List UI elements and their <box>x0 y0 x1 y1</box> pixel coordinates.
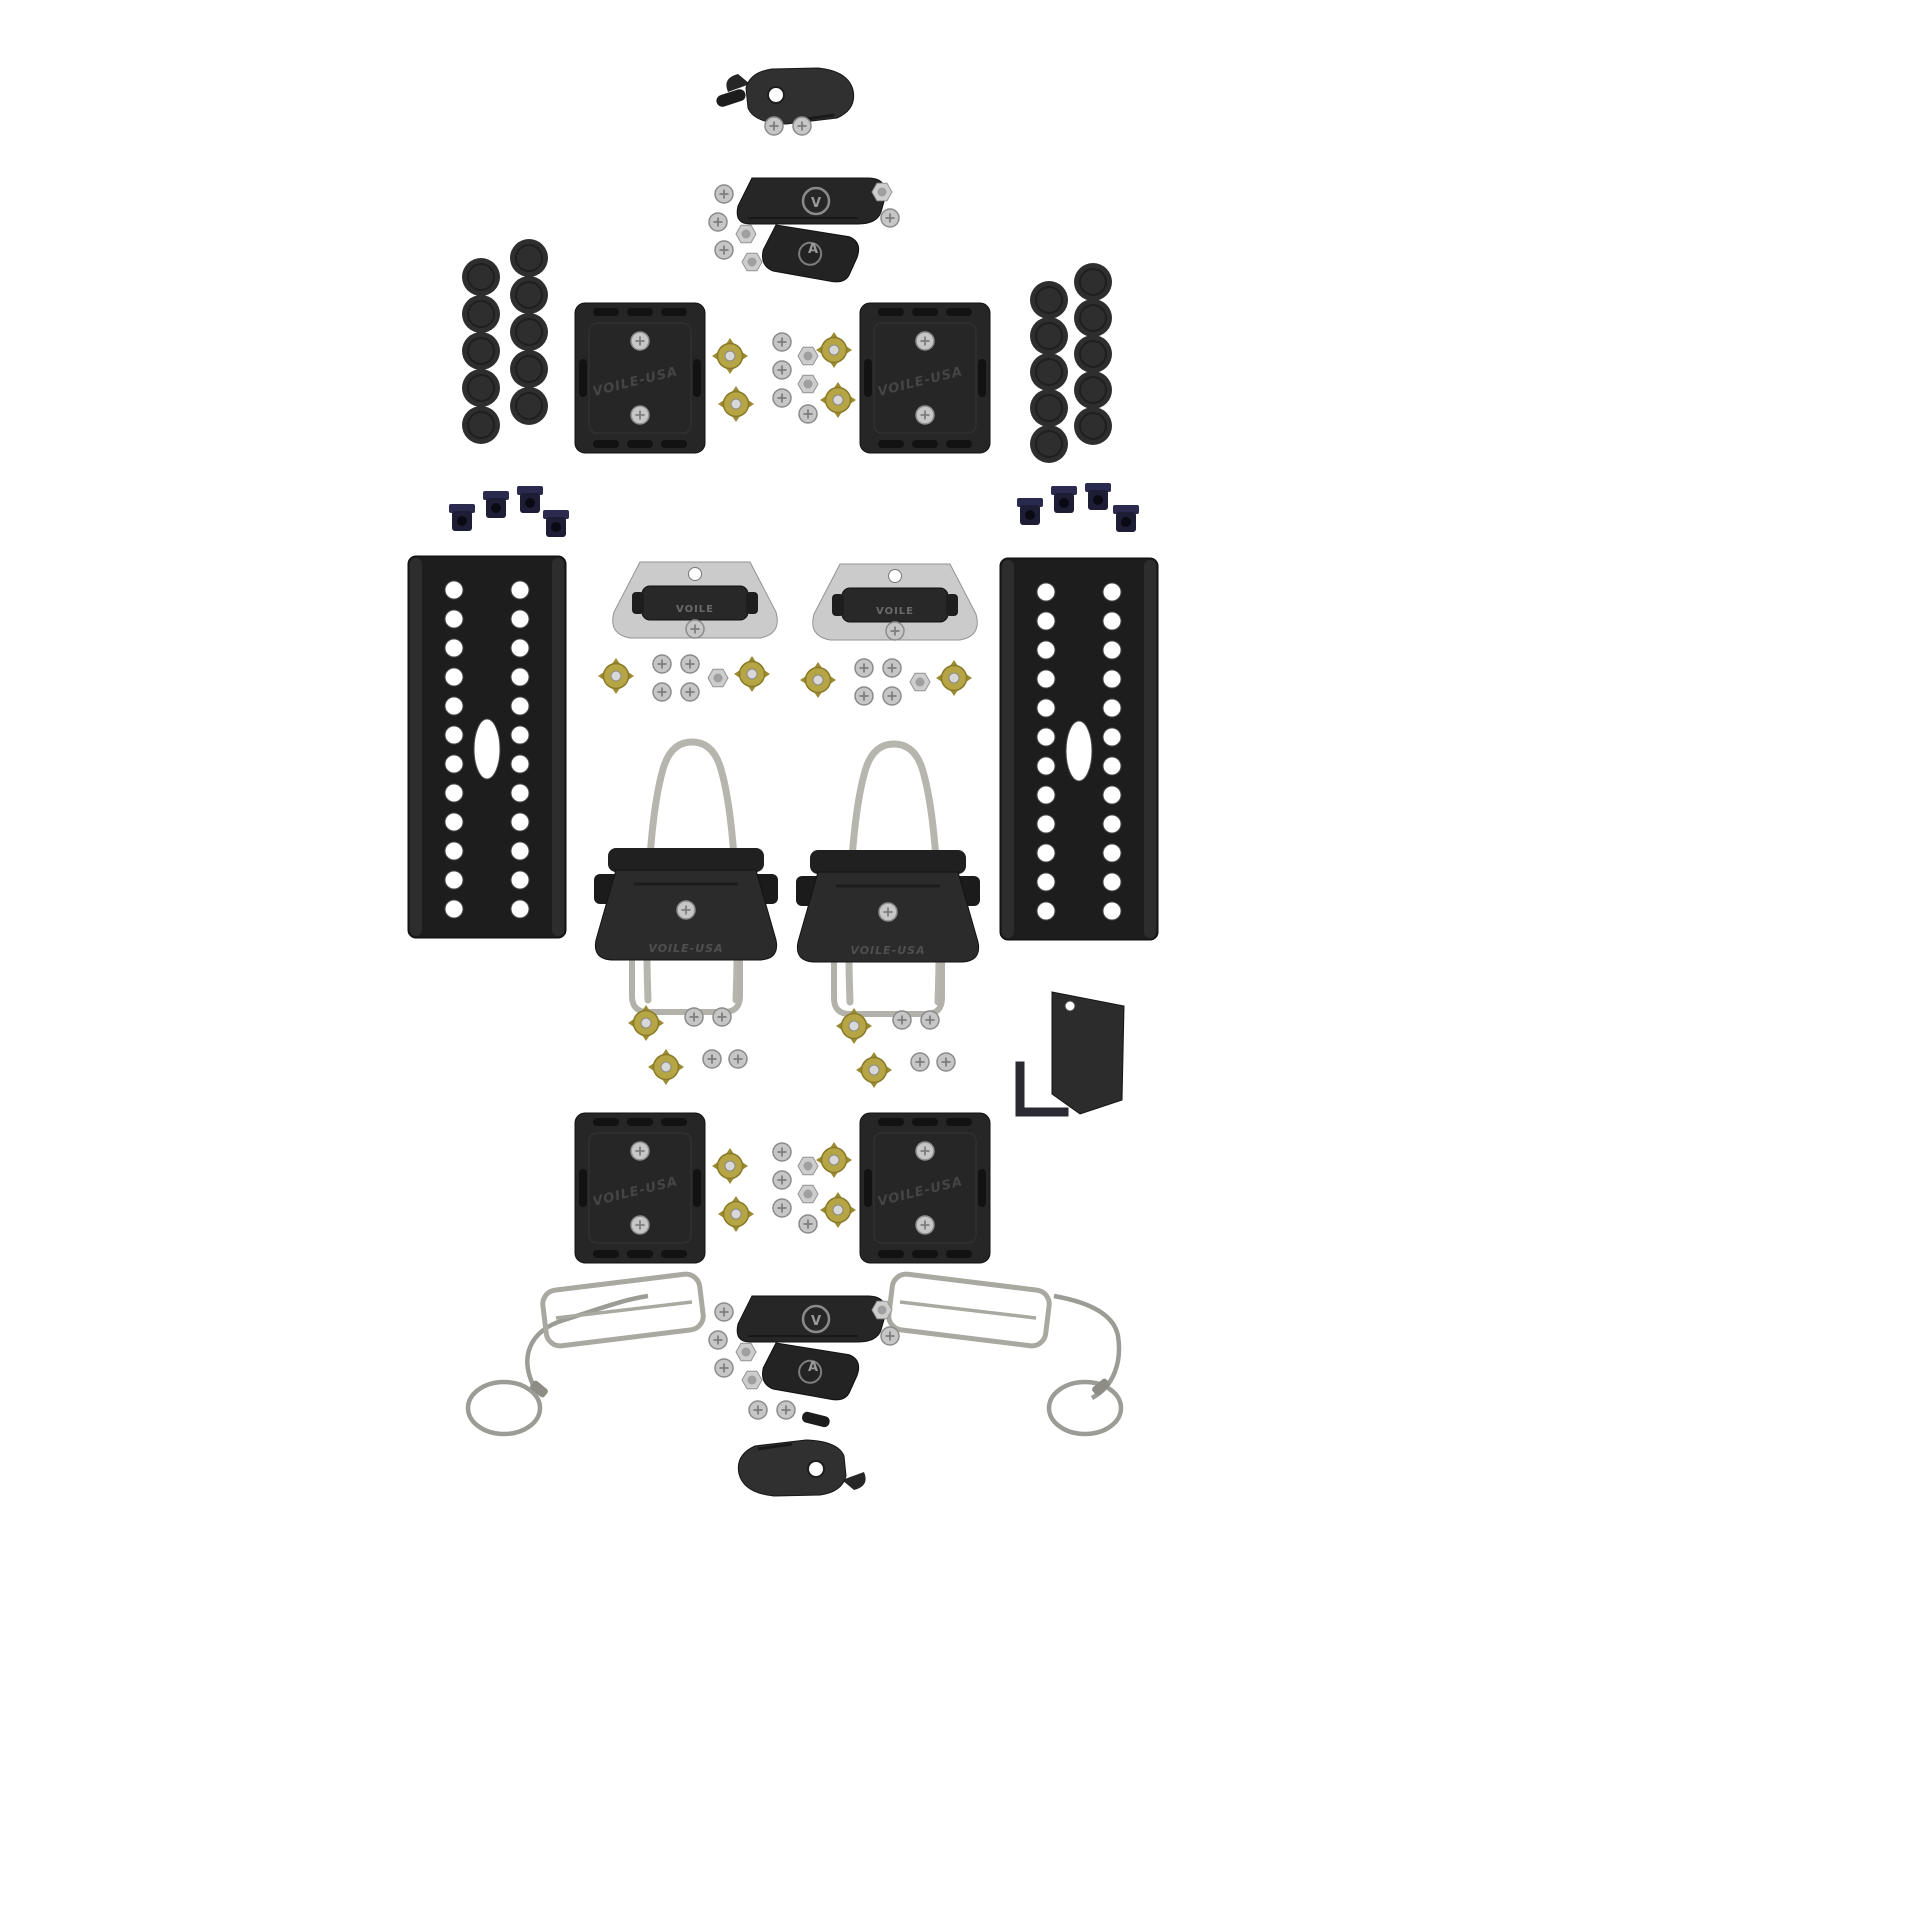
channel-plug <box>509 312 549 352</box>
hardware-cluster <box>628 1005 747 1085</box>
hex-wrench <box>1015 1061 1069 1117</box>
scraper-tool <box>1051 991 1125 1115</box>
dark-t-nut <box>543 510 569 537</box>
touring-heel-bracket <box>613 562 778 638</box>
slider-track <box>999 557 1159 941</box>
channel-plug <box>1073 334 1113 374</box>
dark-t-nut <box>1051 486 1077 513</box>
leash-crimp <box>1092 1378 1110 1396</box>
channel-plug <box>509 386 549 426</box>
machine-screw <box>880 208 900 228</box>
dark-t-nut <box>1017 498 1043 525</box>
dark-t-nut <box>517 486 543 513</box>
dark-tnut-group-right <box>1017 483 1139 532</box>
riser-brand-text: VOILE <box>876 606 914 617</box>
tip-clip-assembly-top <box>716 66 856 136</box>
machine-screw <box>792 116 812 136</box>
machine-screw <box>764 116 784 136</box>
machine-screw <box>708 1330 728 1350</box>
heel-riser-assembly-top <box>708 176 900 285</box>
heel-lockdown-unit <box>796 850 980 1014</box>
channel-plug <box>461 257 501 297</box>
machine-screw <box>776 1400 796 1420</box>
leash-clip-gate <box>555 1300 693 1320</box>
channel-plug <box>509 349 549 389</box>
dark-tnut-group-left <box>449 486 569 537</box>
scraper-hole <box>1064 1000 1076 1012</box>
tool-group <box>1015 991 1125 1117</box>
machine-screw <box>714 1302 734 1322</box>
channel-plug <box>1029 424 1069 464</box>
hardware-cluster <box>712 1142 856 1233</box>
heel-lockdown-unit <box>594 848 778 1012</box>
leash-clip-gate <box>899 1300 1037 1320</box>
channel-plug <box>1073 370 1113 410</box>
riser-brand-text: VOILE <box>676 604 714 615</box>
machine-screw <box>880 1326 900 1346</box>
board-leash-left <box>465 1271 706 1437</box>
machine-screw <box>748 1400 768 1420</box>
leash-loop <box>465 1379 543 1437</box>
channel-plug-group-right <box>1029 262 1113 464</box>
channel-plug <box>1029 352 1069 392</box>
hex-nut <box>741 1370 763 1390</box>
machine-screw <box>714 1358 734 1378</box>
channel-plug <box>1029 316 1069 356</box>
leash-cable <box>525 1293 649 1396</box>
hex-nut <box>741 252 763 272</box>
channel-plug <box>509 238 549 278</box>
tip-clip <box>736 1438 868 1498</box>
brand-logo-letter: V <box>811 1314 821 1329</box>
channel-plug <box>509 275 549 315</box>
channel-plug <box>461 368 501 408</box>
heel-brand-text: VOILE-USA <box>850 944 925 957</box>
dark-t-nut <box>1085 483 1111 510</box>
hardware-cluster <box>712 332 856 423</box>
channel-plug <box>1073 262 1113 302</box>
heel-riser-assembly-bottom <box>708 1294 900 1403</box>
touring-heel-bracket <box>813 564 978 640</box>
hardware-cluster <box>598 655 770 701</box>
channel-plug <box>1029 280 1069 320</box>
channel-plug-group-left <box>461 238 549 445</box>
dark-t-nut <box>483 491 509 518</box>
brand-logo-letter-alt: A <box>808 1360 818 1375</box>
machine-screw <box>714 184 734 204</box>
channel-plug <box>1073 298 1113 338</box>
clip-lever <box>802 1411 830 1428</box>
dark-t-nut <box>449 504 475 531</box>
machine-screw <box>714 240 734 260</box>
hex-nut <box>735 224 757 244</box>
channel-plug <box>461 405 501 445</box>
hex-nut <box>871 182 893 202</box>
brand-logo-letter-alt: A <box>808 242 818 257</box>
channel-plug <box>1073 406 1113 446</box>
clip-lever <box>716 89 746 107</box>
hardware-cluster <box>800 659 972 705</box>
channel-plug <box>1029 388 1069 428</box>
tip-clip-assembly-bottom <box>736 1400 868 1498</box>
leash-spring-clip <box>540 1271 706 1349</box>
leash-loop <box>1046 1379 1124 1437</box>
board-leash-right <box>886 1271 1124 1437</box>
hex-nut <box>871 1300 893 1320</box>
leash-crimp <box>530 1380 548 1398</box>
machine-screw <box>708 212 728 232</box>
channel-plug <box>461 294 501 334</box>
brand-logo-letter: V <box>811 196 821 211</box>
leash-spring-clip <box>886 1271 1052 1349</box>
hardware-cluster <box>836 1008 955 1088</box>
heel-brand-text: VOILE-USA <box>648 942 723 955</box>
hex-nut <box>735 1342 757 1362</box>
dark-t-nut <box>1113 505 1139 532</box>
channel-plug <box>461 331 501 371</box>
slider-track <box>407 555 567 939</box>
